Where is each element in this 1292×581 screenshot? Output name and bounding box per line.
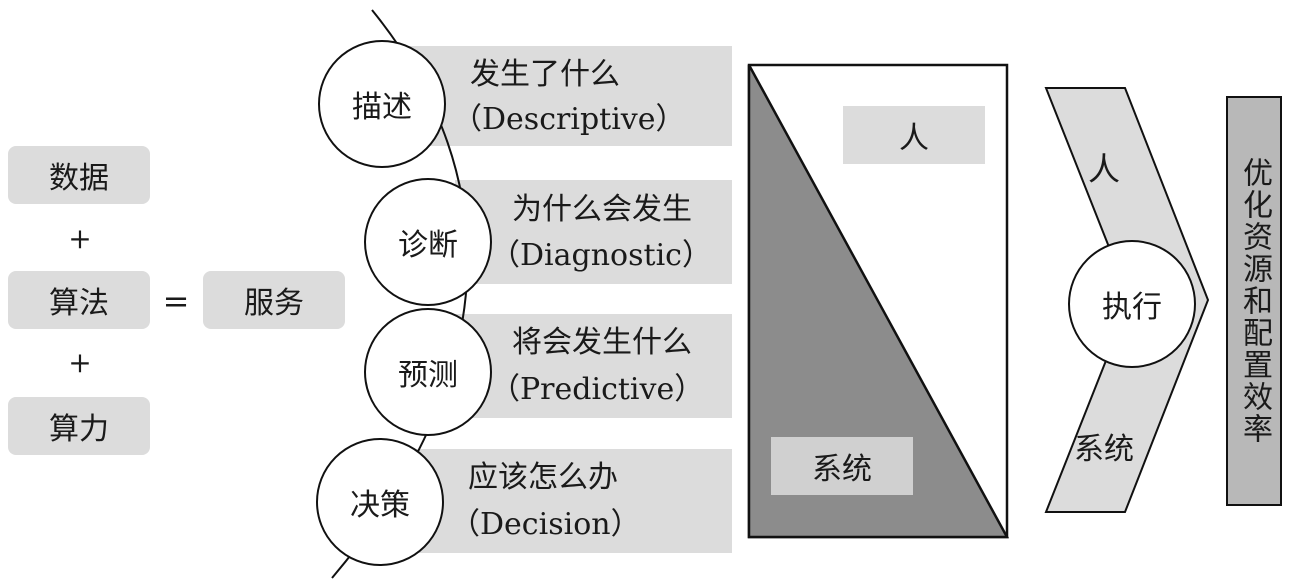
descriptive-cn: 发生了什么 xyxy=(470,57,620,92)
predictive-cn: 将会发生什么 xyxy=(512,325,692,360)
circle-predictive-label: 预测 xyxy=(398,358,458,393)
plus-sign-1: + xyxy=(68,222,92,255)
circle-descriptive: 描述 xyxy=(318,40,446,168)
algorithm-label: 算法 xyxy=(49,286,109,321)
plus-sign-2: + xyxy=(68,346,92,379)
execution-circle: 执行 xyxy=(1068,240,1196,368)
algorithm-box: 算法 xyxy=(8,271,150,329)
circle-predictive: 预测 xyxy=(364,308,492,436)
predictive-panel xyxy=(455,314,732,418)
data-box: 数据 xyxy=(8,146,150,204)
decision-panel xyxy=(395,449,732,553)
compute-label: 算力 xyxy=(49,412,109,447)
execution-human-label: 人 xyxy=(1088,150,1121,188)
system-triangle xyxy=(747,64,1010,539)
compute-box: 算力 xyxy=(8,397,150,455)
execution-circle-label: 执行 xyxy=(1102,290,1162,325)
circle-diagnostic-label: 诊断 xyxy=(398,228,458,263)
split-system-label-box: 系统 xyxy=(771,437,913,495)
circle-decision: 决策 xyxy=(316,438,444,566)
descriptive-en: （Descriptive） xyxy=(452,102,686,137)
split-human-label: 人 xyxy=(899,121,929,156)
decision-cn: 应该怎么办 xyxy=(468,460,618,495)
predictive-en: （Predictive） xyxy=(490,372,705,407)
equals-sign: = xyxy=(162,282,190,320)
service-label: 服务 xyxy=(244,286,304,321)
circle-diagnostic: 诊断 xyxy=(364,178,492,306)
data-label: 数据 xyxy=(49,161,109,196)
result-text: 优化资源和配置效率 xyxy=(1237,157,1272,445)
diagnostic-panel xyxy=(455,180,732,284)
circle-descriptive-label: 描述 xyxy=(352,90,412,125)
circle-decision-label: 决策 xyxy=(350,488,410,523)
diagnostic-cn: 为什么会发生 xyxy=(512,192,692,227)
split-system-label: 系统 xyxy=(812,452,872,487)
execution-system-label: 系统 xyxy=(1074,432,1134,467)
result-box: 优化资源和配置效率 xyxy=(1226,96,1282,506)
descriptive-panel xyxy=(395,46,732,146)
service-box: 服务 xyxy=(203,271,345,329)
diagnostic-en: （Diagnostic） xyxy=(490,238,712,273)
decision-en: （Decision） xyxy=(450,507,641,542)
split-human-label-box: 人 xyxy=(843,106,985,164)
